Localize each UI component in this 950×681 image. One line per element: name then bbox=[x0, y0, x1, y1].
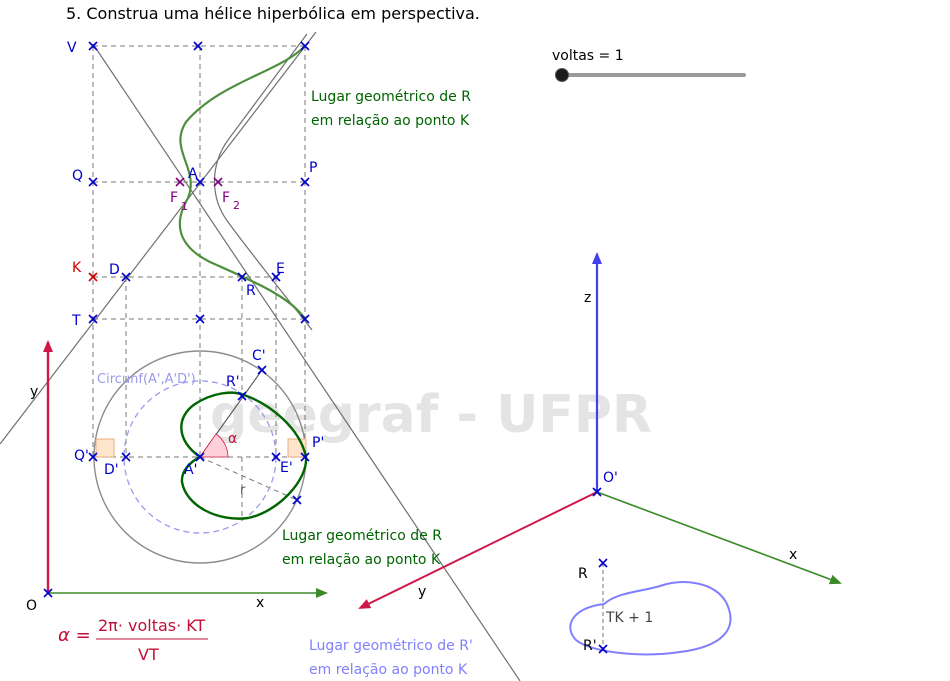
label-qp: Q' bbox=[74, 448, 89, 464]
point-marker-v-right[interactable] bbox=[300, 41, 310, 51]
point-marker-t-mid[interactable] bbox=[195, 314, 205, 324]
point-marker-t-right[interactable] bbox=[300, 314, 310, 324]
label-f2: F bbox=[222, 190, 230, 206]
label-e: E bbox=[276, 261, 285, 277]
label-t: T bbox=[71, 313, 81, 329]
label-dp: D' bbox=[104, 462, 119, 478]
label-p: P bbox=[309, 160, 317, 176]
point-marker-op[interactable] bbox=[592, 487, 602, 497]
label-q: Q bbox=[72, 168, 83, 184]
hyperbola-right-branch bbox=[213, 33, 313, 331]
label-a: A bbox=[188, 166, 198, 182]
point-marker-v-mid[interactable] bbox=[193, 41, 203, 51]
point-marker-qp[interactable] bbox=[88, 452, 98, 462]
point-labels: V Q A P F 1 F 2 K D E R T C' R' Q' D' A'… bbox=[26, 40, 618, 654]
voltas-slider[interactable]: voltas = 1 bbox=[552, 46, 752, 86]
point-marker-r[interactable] bbox=[237, 272, 247, 282]
point-marker-cp[interactable] bbox=[257, 365, 267, 375]
point-marker-k[interactable] bbox=[88, 272, 98, 282]
label-ep: E' bbox=[280, 460, 293, 476]
angle-alpha-label: α bbox=[228, 431, 237, 447]
point-markers bbox=[43, 41, 608, 654]
label-op: O' bbox=[603, 470, 618, 486]
point-marker-lower-radius[interactable] bbox=[292, 495, 302, 505]
label-d: D bbox=[109, 262, 120, 278]
formula-denominator: VT bbox=[138, 645, 159, 664]
locus-r-mid-line1: Lugar geométrico de R bbox=[282, 528, 442, 544]
label-o: O bbox=[26, 598, 37, 614]
axis-y-label: y bbox=[30, 384, 38, 400]
label-rp-3d: R' bbox=[583, 638, 597, 654]
label-r: R bbox=[246, 283, 256, 299]
locus-r-mid-line2: em relação ao ponto K bbox=[282, 552, 441, 568]
axis-x-3d-label: x bbox=[789, 547, 797, 563]
helix-curve bbox=[178, 45, 306, 320]
point-marker-e[interactable] bbox=[271, 272, 281, 282]
right-angle-square-left bbox=[95, 438, 115, 458]
point-marker-f2[interactable] bbox=[213, 177, 223, 187]
point-marker-a[interactable] bbox=[195, 177, 205, 187]
point-marker-ep[interactable] bbox=[271, 452, 281, 462]
alpha-formula: α = 2π· voltas· KT VT bbox=[58, 616, 208, 664]
locus-rp-line1: Lugar geométrico de R' bbox=[309, 638, 473, 654]
label-cp: C' bbox=[252, 348, 266, 364]
label-r-3d: R bbox=[578, 566, 588, 582]
label-f1-sub: 1 bbox=[181, 200, 188, 213]
point-marker-d[interactable] bbox=[121, 272, 131, 282]
axis-x-3d bbox=[596, 491, 842, 585]
tk-label: TK + 1 bbox=[605, 610, 653, 626]
point-marker-dp[interactable] bbox=[121, 452, 131, 462]
point-marker-r-3d[interactable] bbox=[598, 558, 608, 568]
axis-z-3d-label: z bbox=[584, 290, 591, 306]
locus-rp-line2: em relação ao ponto K bbox=[309, 662, 468, 678]
angle-alpha-marker bbox=[199, 433, 229, 458]
asymptote-lines bbox=[0, 31, 521, 681]
point-marker-p[interactable] bbox=[300, 177, 310, 187]
point-marker-pp[interactable] bbox=[300, 452, 310, 462]
formula-lhs: α = bbox=[58, 625, 91, 646]
locus-r-top-line2: em relação ao ponto K bbox=[311, 113, 470, 129]
label-pp: P' bbox=[312, 435, 324, 451]
watermark: geegraf - UFPR bbox=[210, 385, 652, 445]
point-marker-q[interactable] bbox=[88, 177, 98, 187]
voltas-slider-label: voltas = 1 bbox=[552, 48, 624, 64]
label-ap: A' bbox=[184, 462, 197, 478]
point-marker-rp-3d[interactable] bbox=[598, 644, 608, 654]
point-marker-o[interactable] bbox=[43, 588, 53, 598]
label-v: V bbox=[67, 40, 77, 56]
locus-rp-3d bbox=[569, 581, 732, 656]
axis-y-3d bbox=[358, 491, 598, 609]
asymptote-line-2 bbox=[0, 31, 317, 445]
voltas-slider-knob[interactable] bbox=[555, 68, 569, 82]
exercise-title: 5. Construa uma hélice hiperbólica em pe… bbox=[66, 4, 480, 23]
point-marker-t[interactable] bbox=[88, 314, 98, 324]
axis-y-3d-label: y bbox=[418, 584, 426, 600]
locus-r-top-line1: Lugar geométrico de R bbox=[311, 89, 471, 105]
construction-lines bbox=[92, 45, 307, 517]
point-marker-f1[interactable] bbox=[175, 177, 185, 187]
axis-x-label: x bbox=[256, 595, 264, 611]
radius-label: r bbox=[240, 483, 246, 498]
label-rp: R' bbox=[226, 374, 240, 390]
point-marker-v[interactable] bbox=[88, 41, 98, 51]
voltas-slider-track[interactable] bbox=[560, 73, 746, 77]
circunf-label: Circunf(A',A'D') bbox=[97, 372, 196, 387]
asymptote-line-1 bbox=[92, 43, 521, 681]
point-marker-rp[interactable] bbox=[237, 391, 247, 401]
label-f2-sub: 2 bbox=[233, 199, 240, 212]
label-k: K bbox=[72, 260, 82, 276]
point-marker-ap[interactable] bbox=[195, 452, 205, 462]
label-f1: F bbox=[170, 190, 178, 206]
formula-numerator: 2π· voltas· KT bbox=[98, 616, 206, 635]
